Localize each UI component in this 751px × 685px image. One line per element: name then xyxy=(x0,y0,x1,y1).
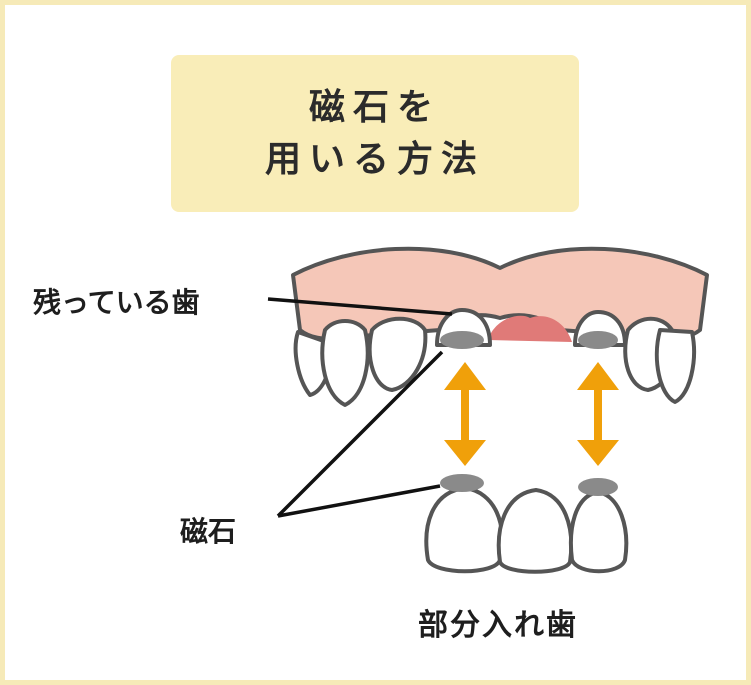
title-line-2: 用いる方法 xyxy=(264,138,485,180)
magnet-icon xyxy=(440,331,484,349)
magnet-label: 磁石 xyxy=(180,515,237,548)
partial-denture-label: 部分入れ歯 xyxy=(418,608,578,643)
denture-tooth-2 xyxy=(496,488,574,574)
denture-tooth-1 xyxy=(424,486,505,574)
remaining-teeth-label: 残っている歯 xyxy=(33,286,200,319)
lower-denture-icon xyxy=(424,474,629,574)
leader-line-magnet-lower xyxy=(277,484,441,518)
double-arrow-icon xyxy=(577,362,619,466)
magnet-icon xyxy=(578,478,618,496)
title-line-1: 磁石を xyxy=(308,86,441,128)
upper-jaw-icon xyxy=(291,246,709,407)
upper-left-tooth-2 xyxy=(320,319,370,407)
inner-gum xyxy=(488,315,572,342)
leader-line-magnet-upper xyxy=(276,350,444,518)
title-panel: 磁石を 用いる方法 xyxy=(171,55,579,212)
upper-left-tooth-3 xyxy=(367,316,428,392)
leader-line-remaining-teeth xyxy=(267,297,453,316)
magnet-icon xyxy=(440,474,484,492)
double-arrow-icon xyxy=(444,362,486,466)
magnet-icon xyxy=(578,331,618,349)
denture-tooth-3 xyxy=(568,490,629,574)
upper-right-tooth-2 xyxy=(654,328,696,404)
